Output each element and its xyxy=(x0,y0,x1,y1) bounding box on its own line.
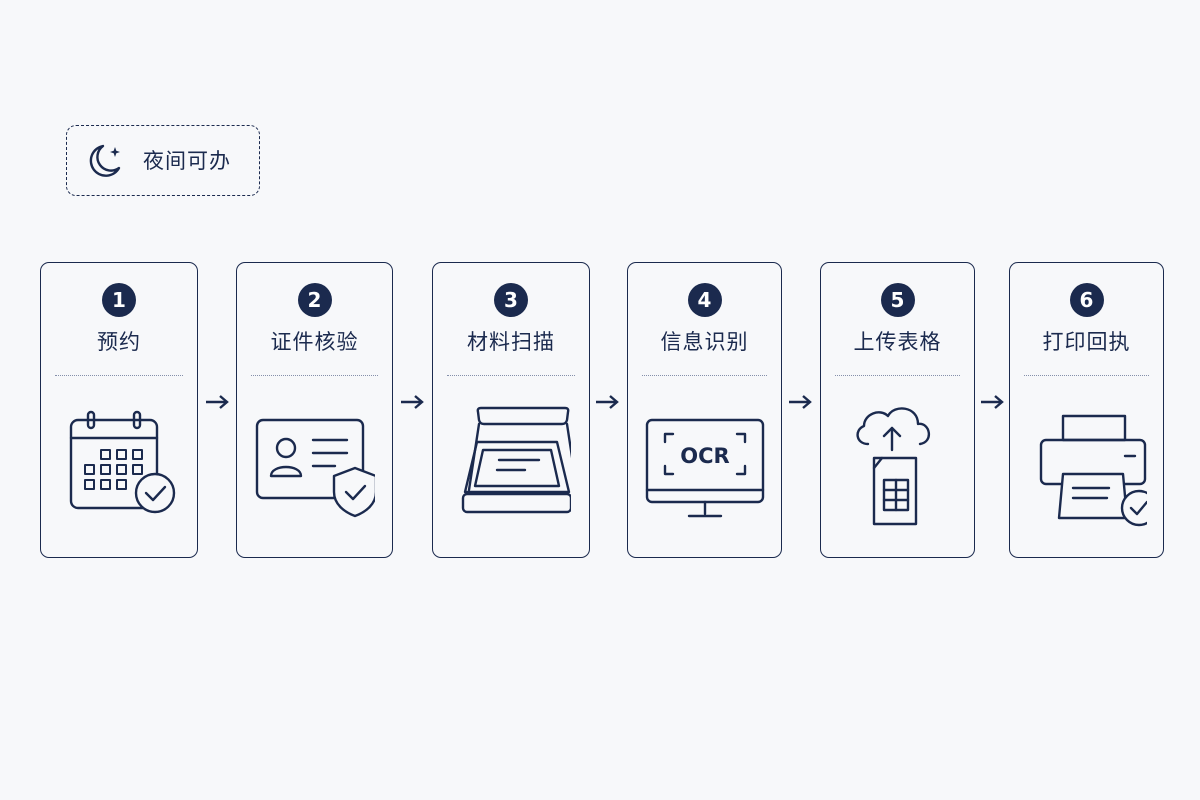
step-title: 预约 xyxy=(97,330,141,354)
step-number: 3 xyxy=(494,283,528,317)
step-divider xyxy=(1024,375,1149,376)
ocr-monitor-icon: OCR xyxy=(645,398,765,528)
step-card-4: 4 信息识别 OCR xyxy=(627,262,782,558)
step-title: 材料扫描 xyxy=(467,330,555,354)
id-card-shield-icon xyxy=(255,398,377,528)
step-divider xyxy=(835,375,960,376)
flow-arrow xyxy=(399,393,427,411)
step-card-6: 6 打印回执 xyxy=(1009,262,1164,558)
step-card-3: 3 材料扫描 xyxy=(432,262,590,558)
cloud-upload-sheet-icon xyxy=(838,398,958,528)
step-divider xyxy=(447,375,575,376)
night-service-badge: 夜间可办 xyxy=(66,125,260,196)
step-number: 5 xyxy=(880,283,915,317)
step-title: 信息识别 xyxy=(660,330,749,354)
printer-check-icon xyxy=(1027,398,1157,528)
step-title: 打印回执 xyxy=(1042,330,1131,354)
flatbed-scanner-icon xyxy=(451,398,579,528)
flow-arrow xyxy=(204,393,232,411)
step-number: 1 xyxy=(102,283,136,317)
step-title: 上传表格 xyxy=(853,330,942,354)
badge-label: 夜间可办 xyxy=(143,149,231,173)
step-number: 4 xyxy=(687,283,722,317)
moon-star-icon xyxy=(89,144,121,177)
step-divider xyxy=(55,375,183,376)
step-divider xyxy=(251,375,378,376)
flow-arrow xyxy=(979,393,1007,411)
step-divider xyxy=(642,375,767,376)
ocr-label: OCR xyxy=(680,444,729,468)
flow-arrow xyxy=(594,393,622,411)
calendar-check-icon xyxy=(59,398,179,528)
step-card-2: 2 证件核验 xyxy=(236,262,393,558)
step-card-5: 5 上传表格 xyxy=(820,262,975,558)
step-title: 证件核验 xyxy=(270,330,359,354)
step-card-1: 1 预约 xyxy=(40,262,198,558)
flow-arrow xyxy=(787,393,815,411)
step-number: 2 xyxy=(297,283,332,317)
step-number: 6 xyxy=(1069,283,1104,317)
